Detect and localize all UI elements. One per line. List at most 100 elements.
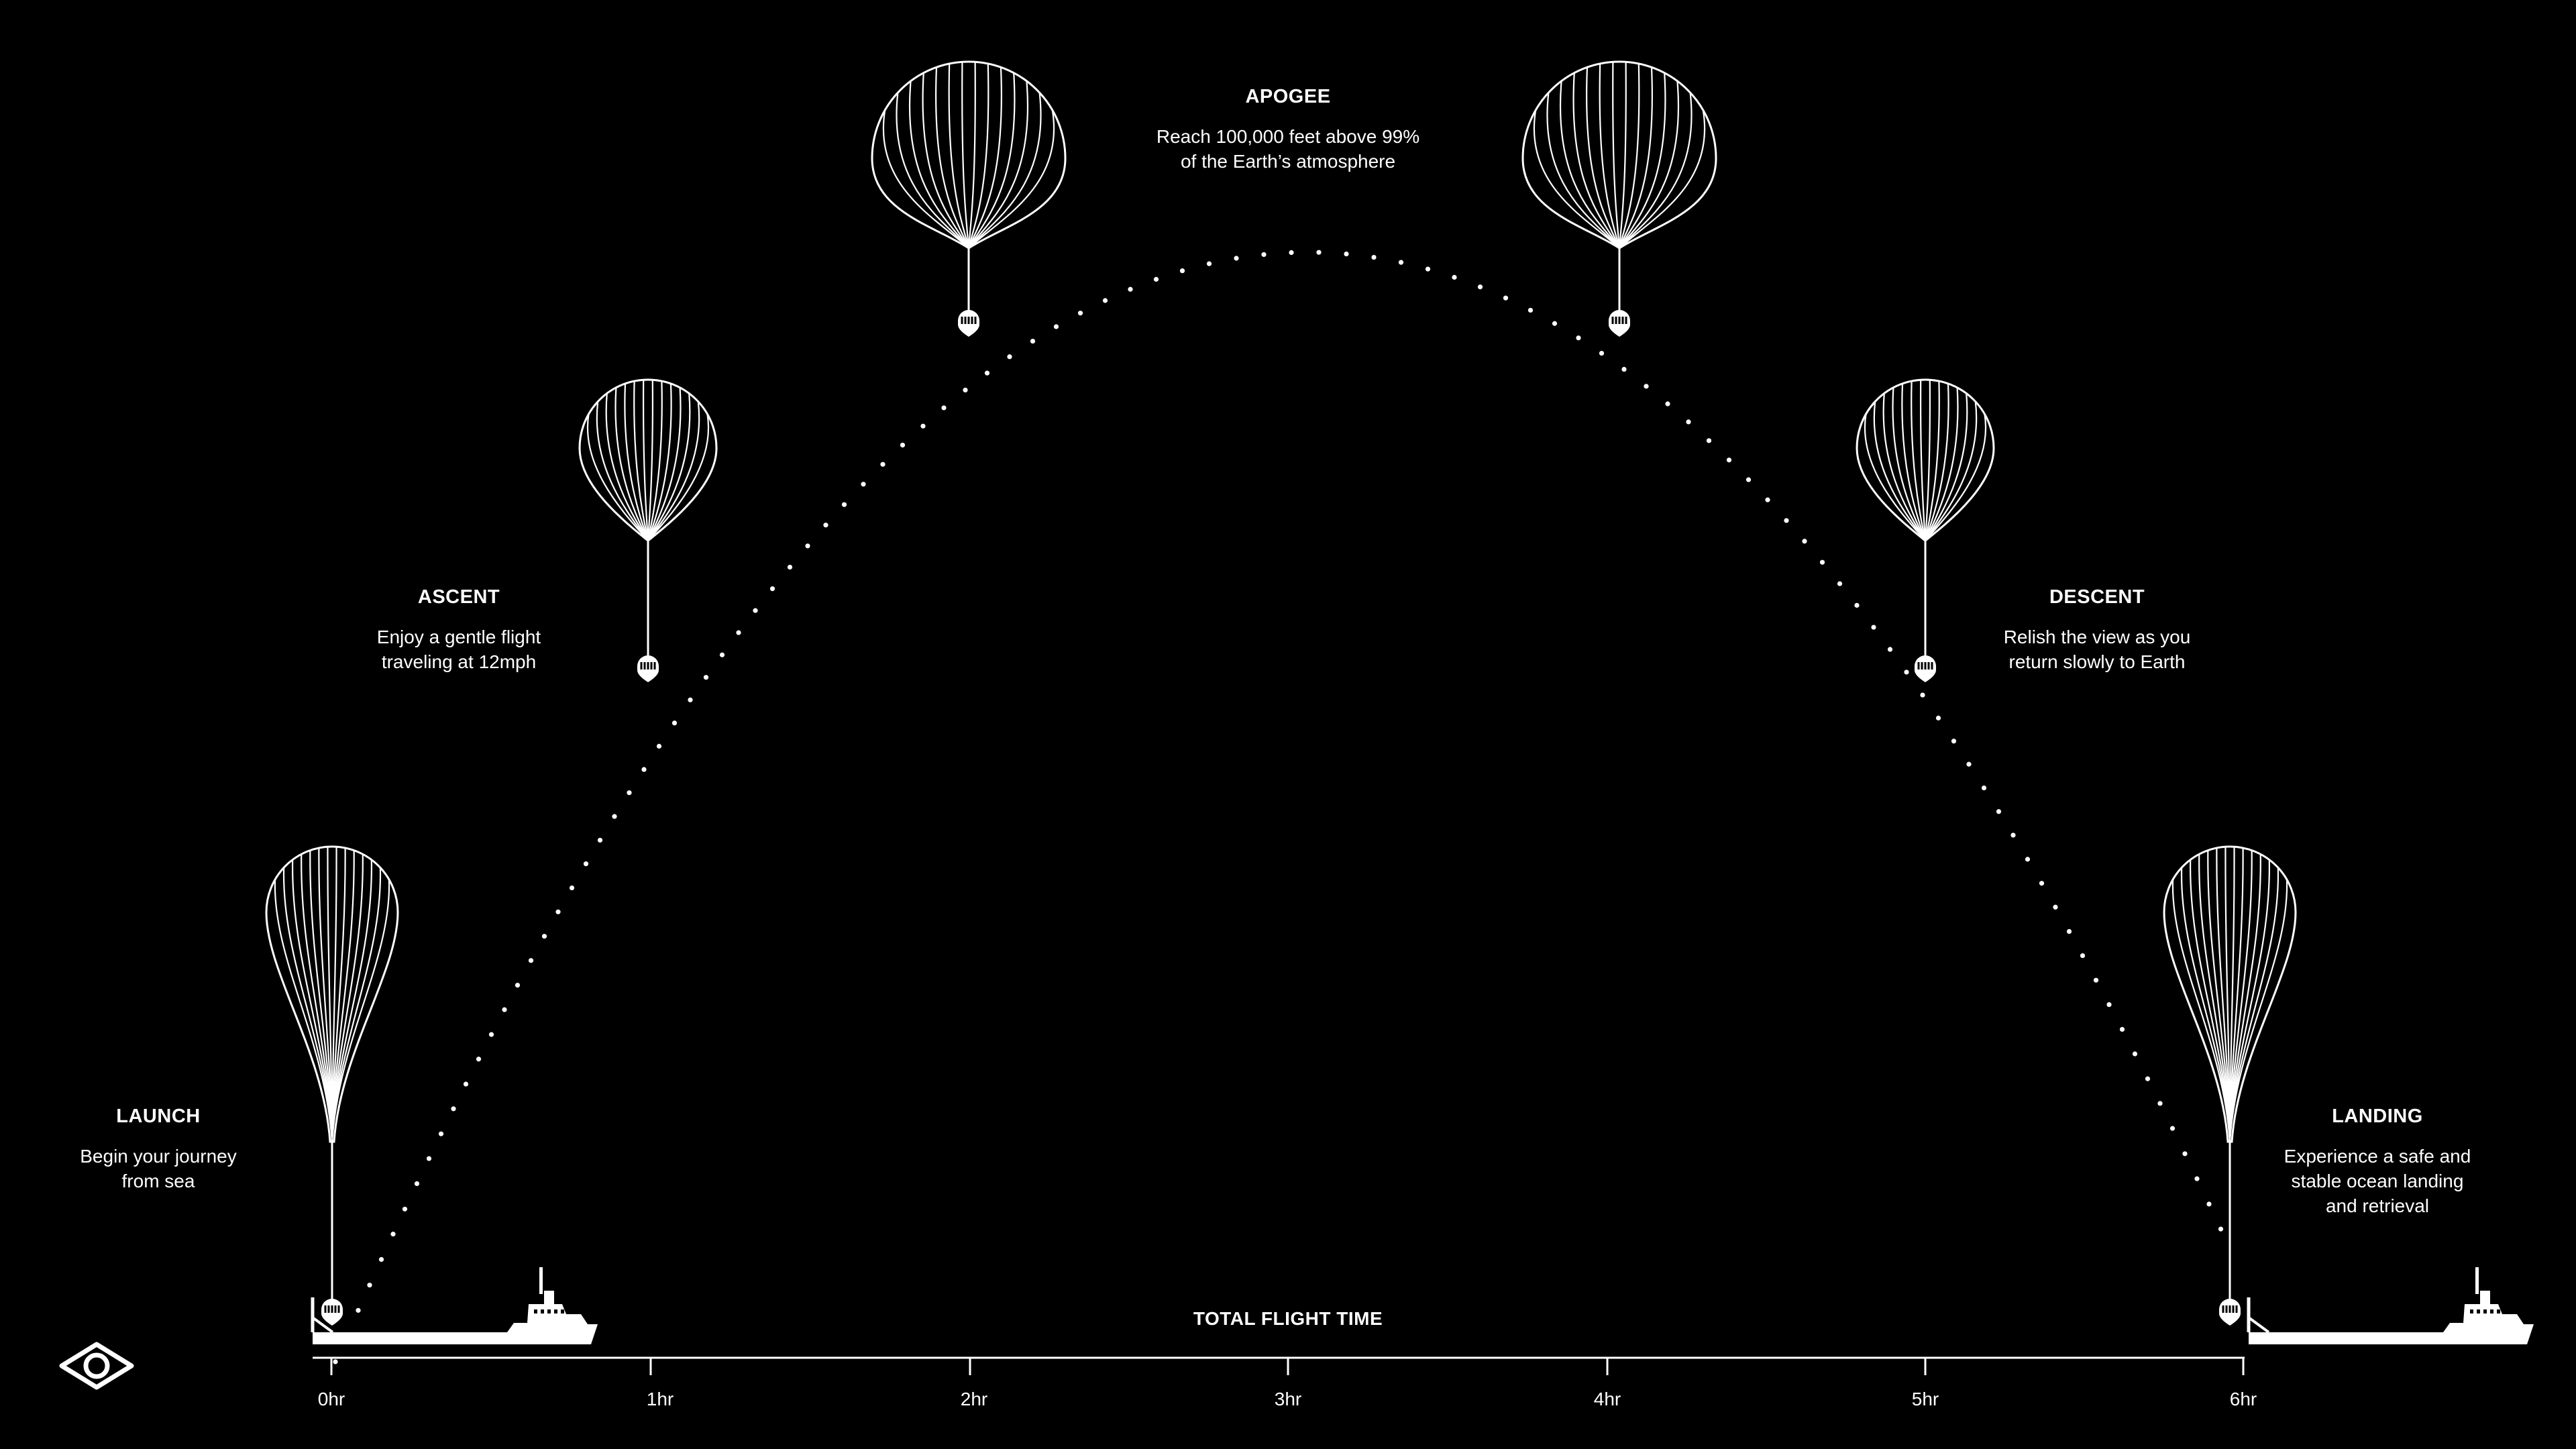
flight-path-dot: [1706, 438, 1712, 443]
capsule-window: [1921, 662, 1923, 669]
flight-path-dot: [378, 1256, 384, 1263]
flight-path-dot: [1452, 274, 1457, 280]
flight-path-dot: [963, 387, 968, 393]
capsule-icon: [1915, 655, 1936, 682]
balloons-group: [265, 60, 2297, 1326]
ship-hull: [2249, 1291, 2534, 1344]
balloon-gore-line: [327, 847, 333, 1142]
phase-title: APOGEE: [1245, 86, 1331, 107]
capsule-window: [327, 1305, 330, 1313]
flight-path-dot: [451, 1106, 456, 1112]
phase-description-line: return slowly to Earth: [2008, 651, 2186, 672]
capsule-window: [971, 317, 973, 324]
time-axis: [313, 1356, 2245, 1375]
balloon-gore-line: [882, 109, 969, 249]
capsule-window: [1618, 317, 1621, 324]
balloon-gore-line: [2229, 859, 2270, 1142]
balloon-envelope: [1856, 378, 1995, 542]
capsule-window: [2229, 1305, 2231, 1313]
flight-path-dot: [1261, 252, 1267, 258]
balloon-gore-line: [1618, 62, 1627, 249]
balloon-gore-line: [624, 383, 649, 541]
flight-path-dot: [1398, 260, 1404, 265]
balloon-gore-line: [1925, 413, 1987, 541]
ship-window: [2490, 1309, 2493, 1313]
flight-path-dot: [1746, 477, 1752, 482]
balloon-gore-line: [2216, 847, 2231, 1142]
balloon-gore-line: [292, 859, 333, 1142]
flight-path-dot: [2010, 833, 2016, 838]
phase-launch: LAUNCH Begin your journey from sea: [80, 1106, 236, 1193]
flight-path-dotted-arc: [333, 250, 2224, 1364]
flight-path-dot: [672, 720, 678, 726]
flight-path-dot: [2169, 1126, 2176, 1131]
phase-description-line: Experience a safe and: [2284, 1146, 2471, 1167]
balloon-gore-line: [647, 381, 663, 541]
balloon-gore-line: [922, 72, 969, 249]
flight-path-dot: [1837, 581, 1843, 586]
balloon-gore-line: [647, 401, 700, 541]
flight-path-dot: [2066, 928, 2072, 934]
capsule-window: [2232, 1305, 2235, 1313]
flight-path-dot: [1527, 307, 1534, 313]
flight-path-dot: [1477, 284, 1483, 290]
tick-label-4hr: 4hr: [1593, 1389, 1621, 1409]
flight-path-dot: [920, 423, 926, 429]
flight-path-dot: [1686, 419, 1691, 425]
ship-window: [2483, 1309, 2487, 1313]
flight-path-dot: [488, 1032, 494, 1037]
flight-path-dot: [2025, 857, 2031, 862]
flight-path-dot: [541, 934, 547, 939]
balloon-gore-line: [968, 92, 1042, 249]
ship-window: [534, 1309, 537, 1313]
flight-path-dot: [1854, 602, 1860, 608]
balloon-envelope: [1521, 60, 1717, 250]
flight-path-dot: [1206, 261, 1212, 266]
ship-window: [561, 1309, 564, 1313]
balloon-gore-line: [2229, 879, 2288, 1142]
balloon-gore-line: [909, 80, 969, 249]
capsule-window: [2222, 1305, 2224, 1313]
balloon-gore-line: [647, 383, 672, 541]
flight-path-dot: [1102, 298, 1108, 303]
balloon-gore-line: [948, 63, 970, 249]
tick-label-6hr: 6hr: [2229, 1389, 2257, 1409]
flight-path-dot: [1599, 350, 1605, 356]
ship-window: [541, 1309, 544, 1313]
flight-path-dot: [1621, 366, 1627, 372]
flight-path-dot: [528, 958, 534, 963]
balloon-gore-line: [1618, 63, 1640, 249]
flight-path-dot: [1996, 809, 2002, 814]
flight-path-dot: [402, 1206, 408, 1212]
balloon-gore-line: [1560, 80, 1620, 249]
phase-description-line: and retrieval: [2325, 1195, 2430, 1216]
balloon-gore-line: [2229, 850, 2253, 1142]
flight-path-dot: [841, 502, 847, 507]
balloon-gore-line: [1882, 393, 1926, 541]
balloon-gore-line: [1925, 387, 1959, 541]
capsule-window: [1615, 317, 1617, 324]
flight-path-dot: [2080, 953, 2086, 959]
flight-path-dot: [656, 743, 662, 749]
logo-eye-pupil: [83, 1352, 110, 1379]
balloon-icon: [1521, 60, 1717, 337]
flight-path-dot: [984, 370, 990, 376]
balloon-gore-line: [2190, 859, 2231, 1142]
flight-path-dot: [1784, 518, 1789, 523]
balloon-gore-line: [331, 859, 372, 1142]
balloon-gore-line: [1925, 393, 1968, 541]
capsule-window: [334, 1305, 337, 1313]
tick-label-2hr: 2hr: [960, 1389, 988, 1409]
flight-path-dot: [1552, 321, 1558, 326]
ship-mast: [2475, 1267, 2479, 1294]
ship-window: [568, 1309, 571, 1313]
flight-path-dot: [736, 630, 741, 635]
capsule-window: [1611, 317, 1614, 324]
flight-path-dot: [1966, 761, 1972, 767]
balloon-gore-line: [1919, 380, 1927, 541]
flight-path-dot: [1077, 311, 1083, 316]
flight-path-dot: [356, 1307, 361, 1313]
phase-landing: LANDING Experience a safe and stable oce…: [2284, 1106, 2471, 1218]
balloon-gore-line: [596, 401, 649, 541]
